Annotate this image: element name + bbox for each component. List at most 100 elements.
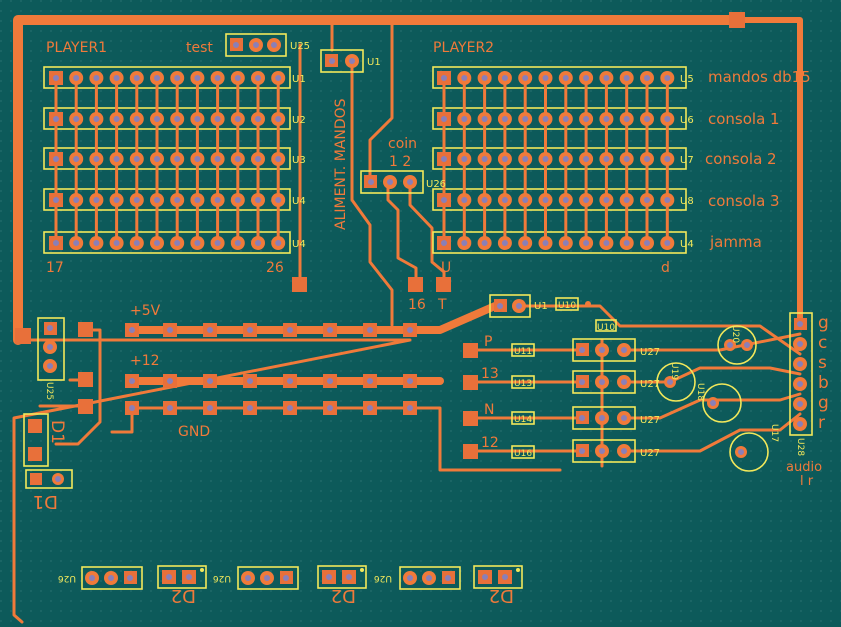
- player2-drill: [542, 197, 549, 203]
- player2-drill: [644, 116, 650, 122]
- player2-drill: [583, 116, 590, 122]
- u27-drill: [599, 379, 605, 385]
- aliment-mandos-label: ALIMENT. MANDOS: [333, 98, 349, 230]
- player2-drill: [562, 116, 569, 122]
- pin-s-label: s: [818, 353, 827, 373]
- player1-drill: [133, 240, 140, 246]
- rail-drill: [327, 327, 333, 333]
- u1-top-refdes: U1: [367, 57, 381, 68]
- player2-drill: [461, 116, 468, 122]
- player1-drill: [113, 197, 120, 203]
- text-labels: PLAYER1 test U25 U1 PLAYER2 U1 U2 U3 U4 …: [33, 40, 829, 606]
- player1-drill: [154, 116, 160, 122]
- u27-drill: [621, 448, 627, 454]
- d2-outline: [317, 565, 367, 589]
- u27-drill: [579, 347, 585, 353]
- player1-drill: [214, 156, 221, 162]
- player2-drill: [481, 75, 488, 81]
- player1-drill: [154, 197, 160, 203]
- player1-drill: [154, 240, 160, 246]
- u27-refdes-1: U27: [640, 347, 660, 358]
- jamma-label: jamma: [709, 233, 762, 251]
- u27-drill: [621, 379, 627, 385]
- pin-g1-label: g: [818, 313, 829, 333]
- player1-drill: [93, 197, 100, 203]
- player1-drill: [53, 156, 59, 162]
- player2-drill: [441, 197, 447, 203]
- d2-drill: [482, 574, 488, 580]
- player1-drill: [174, 240, 181, 246]
- signal-input-pads: [463, 343, 478, 459]
- u27-refdes-2: U27: [640, 379, 660, 390]
- player2-drill: [562, 197, 569, 203]
- u26-bottom-refdes-2: U26: [213, 573, 231, 583]
- u25-left-refdes: U25: [44, 382, 54, 400]
- u26-bottom-refdes-1: U26: [58, 573, 76, 583]
- u14-refdes: U14: [514, 415, 532, 425]
- player2-drill: [501, 197, 508, 203]
- player1-drill: [214, 75, 221, 81]
- player2-drill: [461, 197, 468, 203]
- u16-refdes: U16: [514, 449, 532, 459]
- player1-drill: [53, 116, 59, 122]
- player2-drill: [603, 197, 610, 203]
- u27-outline: [572, 406, 636, 430]
- player1-drill: [154, 156, 160, 162]
- player2-drill: [664, 156, 671, 162]
- player1-drill: [234, 197, 241, 203]
- left-row1-refdes: U1: [292, 74, 306, 85]
- u26-bottom-outline: [237, 566, 299, 590]
- player1-drill: [73, 156, 80, 162]
- player1-drill: [174, 197, 181, 203]
- label-d: d: [661, 260, 670, 276]
- player2-drill: [603, 240, 610, 246]
- player2-drill: [664, 240, 671, 246]
- label-17: 17: [46, 260, 64, 276]
- label-13: 13: [481, 366, 499, 382]
- player1-drill: [73, 197, 80, 203]
- u26-bottom-drill: [89, 575, 95, 581]
- pin-g2-label: g: [818, 393, 829, 413]
- player1-drill: [154, 75, 160, 81]
- player2-connector-block: [432, 66, 687, 254]
- player2-drill: [644, 197, 650, 203]
- d2-outline: [157, 565, 207, 589]
- player2-drill: [623, 156, 630, 162]
- player2-drill: [542, 240, 549, 246]
- audio-lr-label: l r: [800, 474, 814, 489]
- consola1-label: consola 1: [708, 110, 780, 128]
- player2-drill: [522, 156, 529, 162]
- player2-drill: [481, 156, 488, 162]
- player1-drill: [194, 197, 201, 203]
- u26-bottom-drill: [283, 575, 289, 581]
- coin-header-u26: [360, 170, 424, 194]
- u26-bottom-drill: [407, 575, 413, 581]
- pin-b-label: b: [818, 373, 829, 393]
- player1-drill: [113, 156, 120, 162]
- pin-c-label: c: [818, 333, 827, 353]
- rail-drill: [167, 405, 173, 411]
- player1-drill: [73, 116, 80, 122]
- u27-drill: [599, 347, 605, 353]
- player1-drill: [214, 116, 221, 122]
- d2-label-1: D2: [171, 585, 196, 606]
- player1-drill: [275, 240, 282, 246]
- player1-drill: [133, 156, 140, 162]
- u27-drill: [621, 415, 627, 421]
- player2-drill: [542, 75, 549, 81]
- p-label: P: [484, 334, 492, 350]
- left-row5-refdes: U4: [292, 239, 306, 250]
- u25-top-refdes: U25: [290, 41, 310, 52]
- n-label: N: [484, 402, 494, 418]
- u18-refdes: U18: [695, 383, 705, 401]
- player2-drill: [623, 116, 630, 122]
- plus5v-label: +5V: [130, 303, 161, 319]
- d2-drill: [186, 574, 192, 580]
- rail-drill: [367, 405, 373, 411]
- player1-drill: [133, 75, 140, 81]
- u25-left-header: [37, 317, 65, 381]
- player1-connector-block: [43, 66, 291, 254]
- rail-drill: [287, 327, 293, 333]
